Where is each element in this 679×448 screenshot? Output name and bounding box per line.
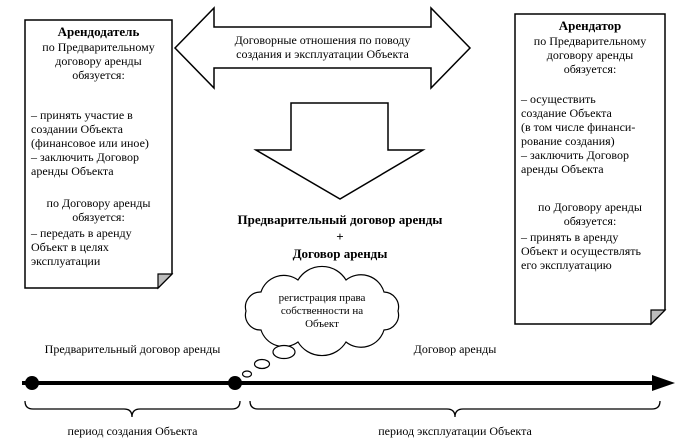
thought-bubble-small: [241, 370, 253, 378]
contracts-plus: +: [336, 229, 344, 244]
operation-period-brace: [249, 400, 661, 418]
creation-period-brace: [24, 400, 241, 418]
lessor-note-fold: [157, 273, 174, 290]
lessee-note-fold: [650, 309, 667, 326]
lessee-duties-preliminary: – осуществить создание Объекта (в том чи…: [521, 92, 636, 176]
down-arrow-shape: [253, 102, 426, 200]
timeline-arrowhead: [652, 375, 675, 391]
lessor-duties-lease: – передать в аренду Объект в целях экспл…: [31, 226, 132, 268]
lessor-title: Арендодатель: [57, 24, 140, 39]
timeline-dot-start: [25, 376, 39, 390]
cloud-label: регистрация права собственности на Объек…: [278, 292, 366, 330]
lessee-duties-lease: – принять в аренду Объект и осуществлять…: [521, 230, 641, 272]
lessee-lease-heading: по Договору аренды обязуется:: [538, 200, 642, 228]
thought-bubble-medium: [253, 358, 271, 370]
timeline-right-label: Договор аренды: [413, 342, 497, 356]
contracts-line2: Договор аренды: [292, 246, 388, 261]
thought-cloud-shape: [244, 265, 400, 357]
creation-period-label: период создания Объекта: [67, 424, 198, 438]
lessor-lease-heading: по Договору аренды обязуется:: [46, 196, 151, 224]
contracts-line1: Предварительный договор аренды: [237, 212, 443, 227]
lessor-duties-preliminary: – принять участие в создании Объекта (фи…: [31, 108, 149, 178]
double-arrow-shape: [173, 6, 472, 90]
operation-period-label: период эксплуатации Объекта: [378, 424, 532, 438]
timeline-left-label: Предварительный договор аренды: [44, 342, 221, 356]
thought-bubble-large: [272, 344, 296, 360]
lessee-title: Арендатор: [558, 18, 622, 33]
timeline-dot-mid: [228, 376, 242, 390]
lessor-intro: по Предварительному договору аренды обяз…: [42, 40, 155, 82]
relationship-arrow-label: Договорные отношения по поводу создания …: [234, 33, 411, 61]
lessee-intro: по Предварительному договору аренды обяз…: [533, 34, 647, 76]
